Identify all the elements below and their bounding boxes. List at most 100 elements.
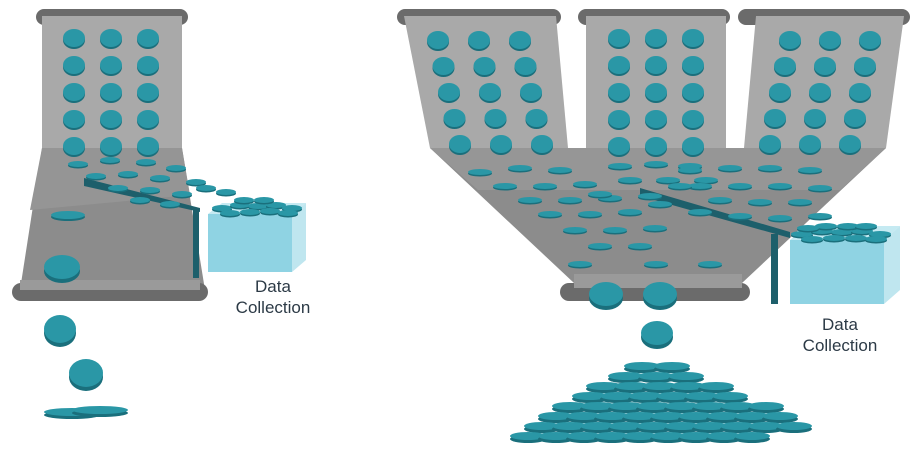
coin (624, 362, 660, 373)
coin (514, 57, 537, 77)
coin (509, 31, 531, 51)
coin (815, 223, 837, 231)
right-label-line2: Collection (802, 336, 878, 355)
coin (628, 392, 664, 403)
coin (809, 83, 831, 103)
coin (664, 402, 700, 413)
coin (427, 31, 449, 51)
coin (100, 157, 120, 165)
coin (473, 57, 496, 77)
coin (712, 392, 748, 403)
coin (706, 432, 742, 443)
coin (759, 135, 781, 155)
left-label-line2: Collection (235, 298, 311, 317)
coin (100, 110, 122, 130)
coin (566, 432, 602, 443)
coin (520, 83, 542, 103)
coin (645, 83, 667, 103)
coin (644, 261, 668, 269)
coin (758, 165, 782, 173)
coin (643, 282, 677, 310)
coin (643, 225, 667, 233)
coin (589, 282, 623, 310)
coin (608, 29, 630, 49)
coin (524, 422, 560, 433)
coin (622, 432, 658, 443)
coin (644, 161, 668, 169)
coin (137, 137, 159, 157)
coin (150, 175, 170, 183)
coin (618, 209, 642, 217)
coin (531, 135, 553, 155)
coin (588, 191, 612, 199)
coin (136, 159, 156, 167)
coin (854, 57, 876, 77)
coin (600, 392, 636, 403)
coin (859, 31, 881, 51)
coin (100, 56, 122, 76)
left-coin-flow (44, 157, 236, 283)
coin (797, 225, 819, 233)
coin (552, 422, 588, 433)
coin (641, 321, 673, 349)
coin (490, 135, 512, 155)
coin (510, 432, 546, 443)
coin (748, 402, 784, 413)
coin (438, 83, 460, 103)
coin (831, 229, 853, 237)
right-falling-coins (589, 282, 677, 349)
coin (608, 137, 630, 157)
coin (839, 135, 861, 155)
left-label-line1: Data (255, 277, 291, 296)
coin (720, 422, 756, 433)
coin (538, 432, 574, 443)
coin (682, 29, 704, 49)
coin (645, 137, 667, 157)
coin (734, 432, 770, 443)
coin (799, 135, 821, 155)
coin (678, 412, 714, 423)
right-box-coins (791, 223, 891, 244)
coin (608, 110, 630, 130)
coin (650, 432, 686, 443)
coin (86, 173, 106, 181)
coin (678, 432, 714, 443)
coin (748, 422, 784, 433)
coin (769, 83, 791, 103)
coin (628, 243, 652, 251)
coin (63, 56, 85, 76)
coin (668, 183, 692, 191)
coin (100, 137, 122, 157)
coin (432, 57, 455, 77)
coin (808, 185, 832, 193)
coin (468, 169, 492, 177)
coin (234, 197, 254, 205)
coin (823, 235, 845, 243)
coin (580, 422, 616, 433)
coin (573, 181, 597, 189)
coin (63, 110, 85, 130)
coin (63, 137, 85, 157)
coin (636, 402, 672, 413)
right-divider (640, 188, 790, 238)
coin (844, 109, 866, 129)
coin (865, 236, 887, 244)
left-box-coins (212, 197, 302, 218)
coin (678, 167, 702, 175)
coin (819, 31, 841, 51)
coin (603, 227, 627, 235)
coin (130, 197, 150, 205)
coin (172, 191, 192, 199)
coin (586, 382, 622, 393)
coin (837, 223, 859, 231)
coin (684, 392, 720, 403)
coin (650, 412, 686, 423)
coin (706, 412, 742, 423)
coin (845, 235, 867, 243)
coin (682, 83, 704, 103)
coin (68, 161, 88, 169)
coin (608, 83, 630, 103)
left-coin-grid (63, 29, 159, 157)
coin (720, 402, 756, 413)
